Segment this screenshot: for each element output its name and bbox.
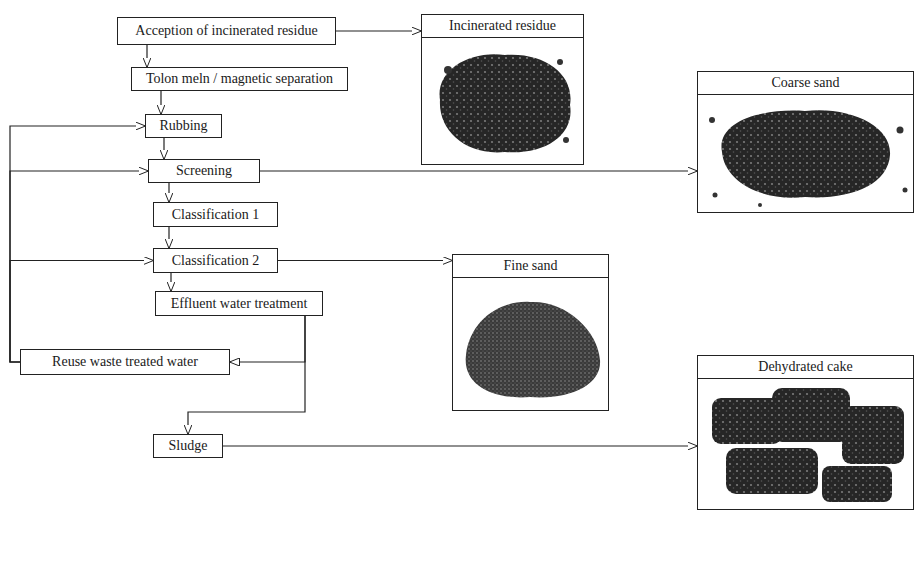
coarse-grain bbox=[897, 127, 904, 134]
photo-panel: Incinerated residue bbox=[421, 14, 584, 165]
process-box: Reuse waste treated water bbox=[20, 349, 230, 375]
flow-arrow bbox=[188, 316, 305, 434]
process-box: Tolon meln / magnetic separation bbox=[131, 67, 348, 91]
cake-chunk bbox=[772, 388, 850, 442]
node-label: Sludge bbox=[161, 438, 215, 454]
process-box: Classification 2 bbox=[153, 248, 278, 273]
coarse-grain bbox=[903, 188, 908, 193]
flow-arrow bbox=[278, 260, 452, 261]
node-label: Screening bbox=[156, 163, 252, 179]
photo-panel: Coarse sand bbox=[697, 71, 914, 213]
process-box: Sludge bbox=[153, 434, 223, 458]
flow-arrow bbox=[170, 273, 171, 291]
node-label: Tolon meln / magnetic separation bbox=[139, 71, 340, 87]
node-label: Reuse waste treated water bbox=[28, 354, 222, 370]
residue-photo bbox=[440, 54, 571, 152]
coarse-grain bbox=[758, 203, 762, 207]
node-label: Classification 2 bbox=[161, 253, 270, 269]
cake-chunk bbox=[712, 398, 782, 444]
cake-chunk bbox=[842, 406, 904, 464]
coarse-grain bbox=[713, 193, 718, 198]
flow-arrow bbox=[10, 126, 145, 362]
node-label: Effluent water treatment bbox=[163, 296, 315, 312]
flow-arrow bbox=[10, 261, 153, 363]
coarse-grain bbox=[709, 117, 715, 123]
flow-arrow bbox=[223, 445, 697, 446]
node-label: Incinerated residue bbox=[422, 15, 583, 38]
node-label: Dehydrated cake bbox=[698, 356, 913, 379]
flow-arrow bbox=[168, 227, 169, 248]
process-box: Screening bbox=[148, 159, 260, 183]
photo-panel: Fine sand bbox=[452, 254, 609, 411]
flow-arrow bbox=[160, 91, 161, 114]
node-label: Coarse sand bbox=[698, 72, 913, 95]
flow-arrow bbox=[10, 171, 148, 362]
fine-sand-photo bbox=[466, 302, 600, 398]
process-box: Classification 1 bbox=[153, 202, 278, 227]
coarse-sand-photo bbox=[721, 110, 890, 197]
flow-arrow bbox=[336, 30, 421, 31]
residue-grain bbox=[563, 137, 569, 143]
node-label: Rubbing bbox=[153, 118, 214, 134]
process-box: Acception of incinerated residue bbox=[117, 17, 336, 45]
residue-grain bbox=[444, 66, 452, 74]
flow-arrow bbox=[260, 170, 697, 171]
node-label: Classification 1 bbox=[161, 207, 270, 223]
process-box: Rubbing bbox=[145, 114, 222, 138]
node-label: Fine sand bbox=[453, 255, 608, 278]
flow-arrow bbox=[146, 45, 147, 67]
flow-arrow bbox=[168, 183, 169, 202]
residue-grain bbox=[557, 59, 563, 65]
flow-arrow bbox=[163, 138, 164, 159]
process-box: Effluent water treatment bbox=[155, 291, 323, 316]
photo-panel: Dehydrated cake bbox=[697, 355, 914, 510]
cake-chunk bbox=[726, 448, 818, 494]
node-label: Acception of incinerated residue bbox=[125, 23, 328, 39]
cake-chunk bbox=[822, 466, 892, 502]
flow-arrow bbox=[230, 316, 305, 362]
edge-group bbox=[10, 31, 697, 446]
